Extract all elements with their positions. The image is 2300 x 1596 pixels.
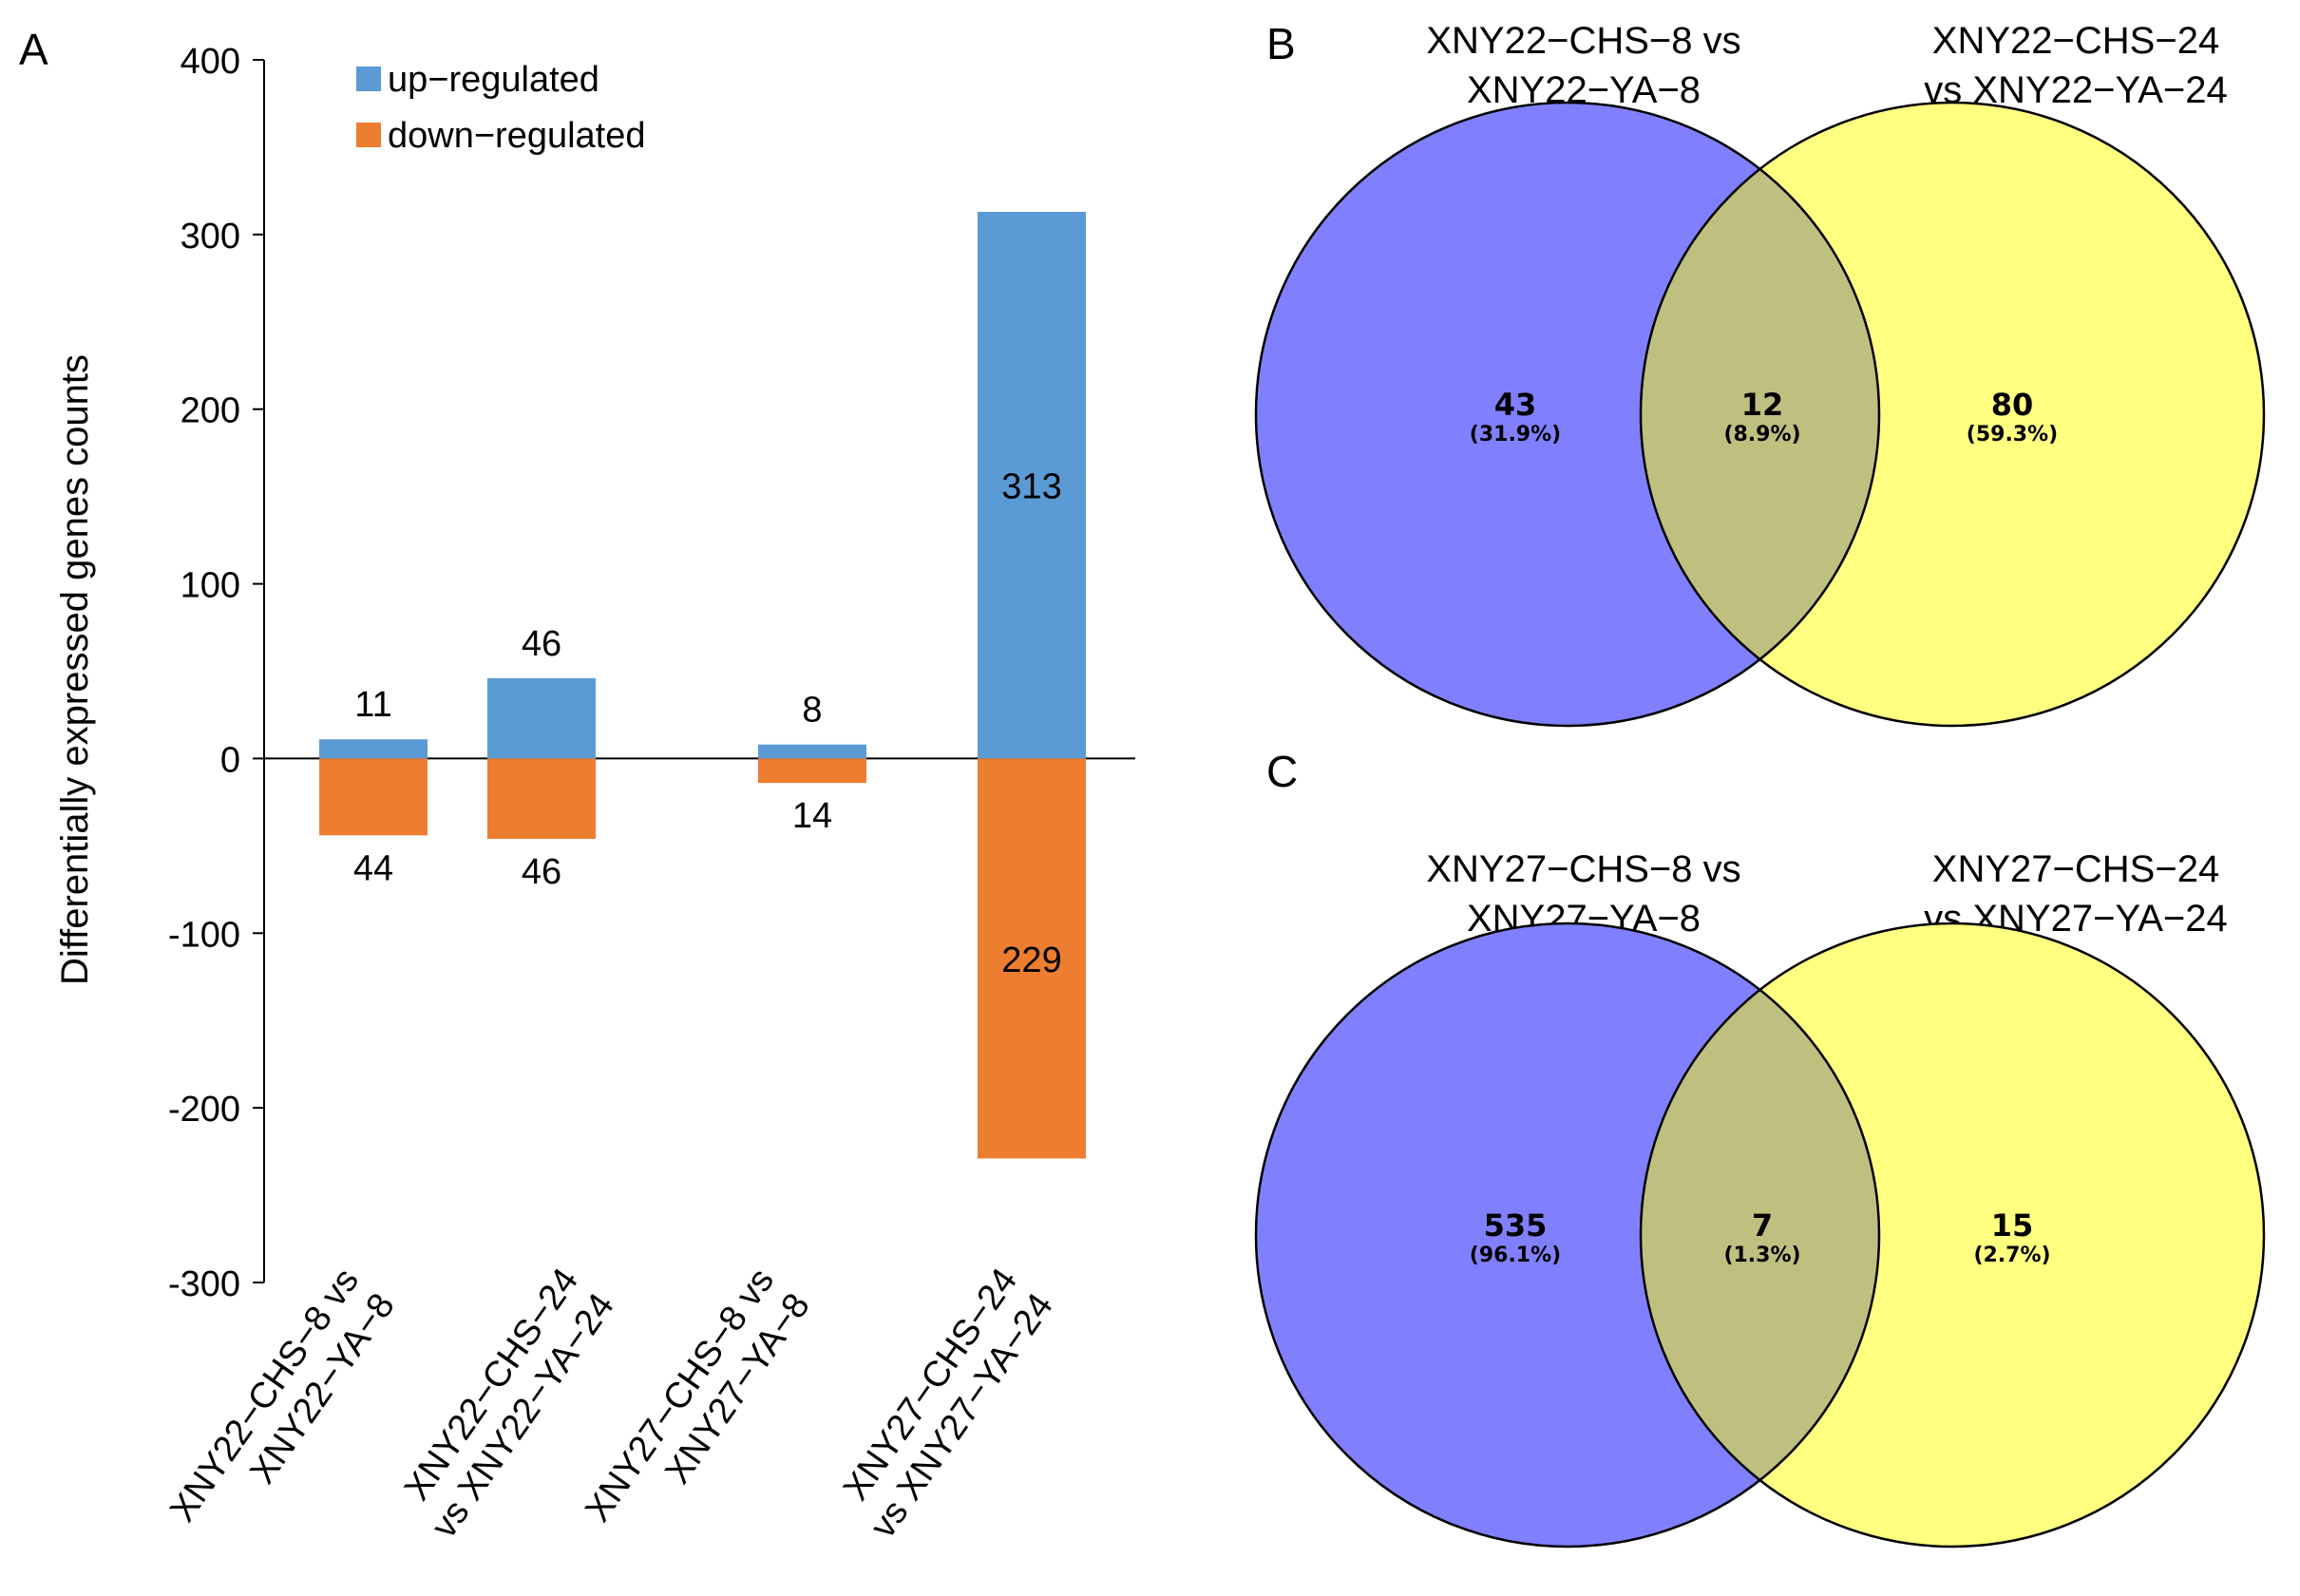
set-title-line: XNY22−CHS−24 xyxy=(1932,20,2219,62)
bar-down-regulated xyxy=(487,758,596,840)
bar-up-regulated xyxy=(487,677,596,759)
panel-letter-b: B xyxy=(1266,19,1296,68)
region-count: 43 xyxy=(1494,387,1537,423)
data-label-down: 46 xyxy=(522,852,561,892)
region-percent: (2.7%) xyxy=(1973,1244,2050,1267)
set-title-line: XNY27−CHS−24 xyxy=(1932,848,2219,890)
venn-overlap xyxy=(1641,923,1879,1547)
region-count: 80 xyxy=(1991,387,2034,423)
region-count: 12 xyxy=(1741,387,1784,423)
bar-axes: 400 300 200 100 0 -100 -200 -300 xyxy=(168,42,1135,1304)
legend-swatch xyxy=(356,66,381,91)
region-count: 535 xyxy=(1484,1207,1548,1244)
set-title-line: XNY27−CHS−8 vs xyxy=(1426,848,1740,890)
region-percent: (59.3%) xyxy=(1967,423,2058,446)
venn-outline-a xyxy=(1254,922,1881,1548)
y-tick-label: 100 xyxy=(181,566,240,606)
panel-letter-c: C xyxy=(1266,747,1298,796)
y-tick-label: 400 xyxy=(181,42,240,82)
venn-panel-b: B XNY22−CHS−8 vsXNY22−YA−8XNY22−CHS−24vs… xyxy=(1254,19,2266,728)
venn-panel-c: C XNY27−CHS−8 vsXNY27−YA−8XNY27−CHS−24vs… xyxy=(1254,747,2266,1548)
legend-label: up−regulated xyxy=(388,60,599,100)
legend-swatch xyxy=(356,123,381,147)
bar-down-regulated xyxy=(758,758,866,784)
bar-down-regulated xyxy=(319,758,428,836)
data-label-up: 8 xyxy=(802,691,822,731)
legend: up−regulated down−regulated xyxy=(356,60,646,156)
venn-outline-a xyxy=(1254,101,1881,728)
y-tick-label: 300 xyxy=(181,217,240,256)
y-tick-label: -200 xyxy=(168,1090,240,1130)
region-percent: (31.9%) xyxy=(1470,423,1561,446)
bar-up-regulated xyxy=(978,211,1086,759)
panel-letter-a: A xyxy=(19,25,48,74)
venn-overlap xyxy=(1641,103,1879,726)
region-percent: (96.1%) xyxy=(1470,1244,1561,1267)
data-label-up: 11 xyxy=(354,685,391,725)
y-tick-label: 200 xyxy=(181,391,240,431)
bar-chart-panel: A Differentially expressed genes counts … xyxy=(19,25,1135,1546)
bar-up-regulated xyxy=(319,739,428,759)
region-percent: (1.3%) xyxy=(1723,1244,1800,1267)
y-tick-label: 0 xyxy=(220,740,240,780)
bar-down-regulated xyxy=(978,758,1086,1159)
region-percent: (8.9%) xyxy=(1723,423,1800,446)
region-count: 15 xyxy=(1991,1207,2034,1244)
venn-outline-b xyxy=(1639,922,2266,1548)
set-title-line: XNY22−CHS−8 vs xyxy=(1426,20,1740,62)
y-tick-label: -300 xyxy=(168,1264,240,1304)
bar-up-regulated xyxy=(758,744,866,759)
data-label-up: 313 xyxy=(1001,467,1061,507)
legend-label: down−regulated xyxy=(388,116,646,156)
y-tick-label: -100 xyxy=(168,915,240,955)
data-label-down: 44 xyxy=(353,848,393,888)
bar-marks: 11 44 46 46 8 14 313 229 xyxy=(319,211,1086,1159)
data-label-up: 46 xyxy=(522,624,561,664)
y-axis-label: Differentially expressed genes counts xyxy=(54,354,96,985)
venn-outline-b xyxy=(1639,101,2266,728)
region-count: 7 xyxy=(1752,1207,1773,1244)
data-label-down: 14 xyxy=(792,796,832,836)
data-label-down: 229 xyxy=(1001,940,1061,980)
